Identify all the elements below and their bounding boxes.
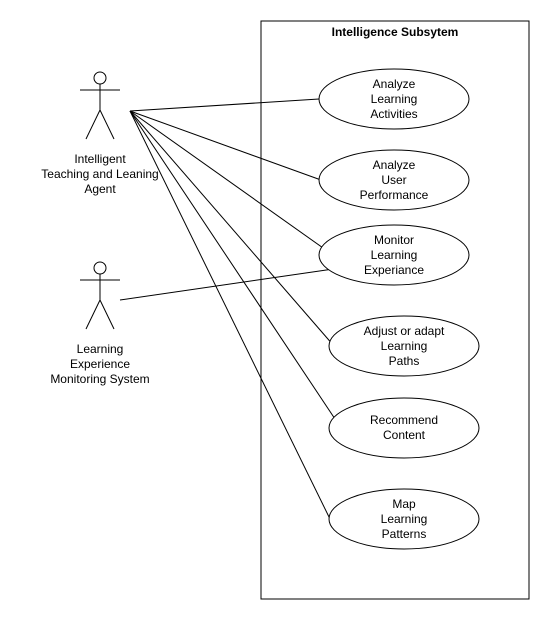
usecase-monitor-learning-experience-ellipse xyxy=(318,224,470,286)
usecase-label-line: Experiance xyxy=(363,262,425,277)
usecase-label-line: Activities xyxy=(370,106,418,121)
usecase-label-line: Recommend xyxy=(369,413,439,427)
association-line xyxy=(129,110,334,256)
actor-label-line: Monitoring System xyxy=(50,372,150,386)
actor-right-leg xyxy=(99,299,115,330)
usecase-label-line: Performance xyxy=(359,187,429,202)
actor-right-leg xyxy=(99,109,115,140)
usecase-label-line: Learning xyxy=(380,338,428,353)
usecase-label-line: Learning xyxy=(370,247,418,262)
usecase-label-line: Analyze xyxy=(372,157,416,172)
usecase-label-line: Learning xyxy=(380,511,428,526)
association-line xyxy=(129,110,335,347)
usecase-label-line: Monitor xyxy=(373,232,414,247)
actor-intelligent-agent-figure xyxy=(80,71,120,140)
usecase-recommend-content-ellipse xyxy=(328,397,480,459)
association-line xyxy=(129,98,320,112)
usecase-label-line: Adjust or adapt xyxy=(363,323,445,338)
actor-head xyxy=(93,71,107,85)
usecase-label-line: Patterns xyxy=(381,526,427,541)
usecase-label-line: Content xyxy=(382,428,426,442)
use-cases xyxy=(318,68,480,550)
actor-label-line: Learning xyxy=(76,342,124,356)
usecase-map-learning-patterns-ellipse xyxy=(328,488,480,550)
actor-monitoring-system-figure xyxy=(80,261,120,330)
association-line xyxy=(119,266,348,301)
association-line xyxy=(129,110,331,520)
actor-left-leg xyxy=(85,299,101,330)
actor-left-leg xyxy=(85,109,101,140)
usecase-label-line: Paths xyxy=(388,353,420,368)
usecase-analyze-user-performance-ellipse xyxy=(318,149,470,211)
usecase-label-line: Map xyxy=(392,496,416,511)
usecase-label-line: Learning xyxy=(370,91,418,106)
usecase-adjust-learning-paths-ellipse xyxy=(328,315,480,377)
usecase-label-line: Analyze xyxy=(372,76,416,91)
actor-label-line: Teaching and Leaning xyxy=(41,167,159,181)
actor-label-line: Experience xyxy=(69,357,131,371)
usecase-label-line: User xyxy=(381,172,407,187)
actors xyxy=(80,71,120,330)
association-line xyxy=(129,110,342,429)
association-line xyxy=(129,110,322,181)
usecase-analyze-learning-activities-ellipse xyxy=(318,68,470,130)
actor-head xyxy=(93,261,107,275)
actor-label-line: Agent xyxy=(84,182,116,196)
actor-label-line: Intelligent xyxy=(74,152,126,166)
association-lines xyxy=(119,98,348,520)
system-title: Intelligence Subsytem xyxy=(331,25,459,39)
